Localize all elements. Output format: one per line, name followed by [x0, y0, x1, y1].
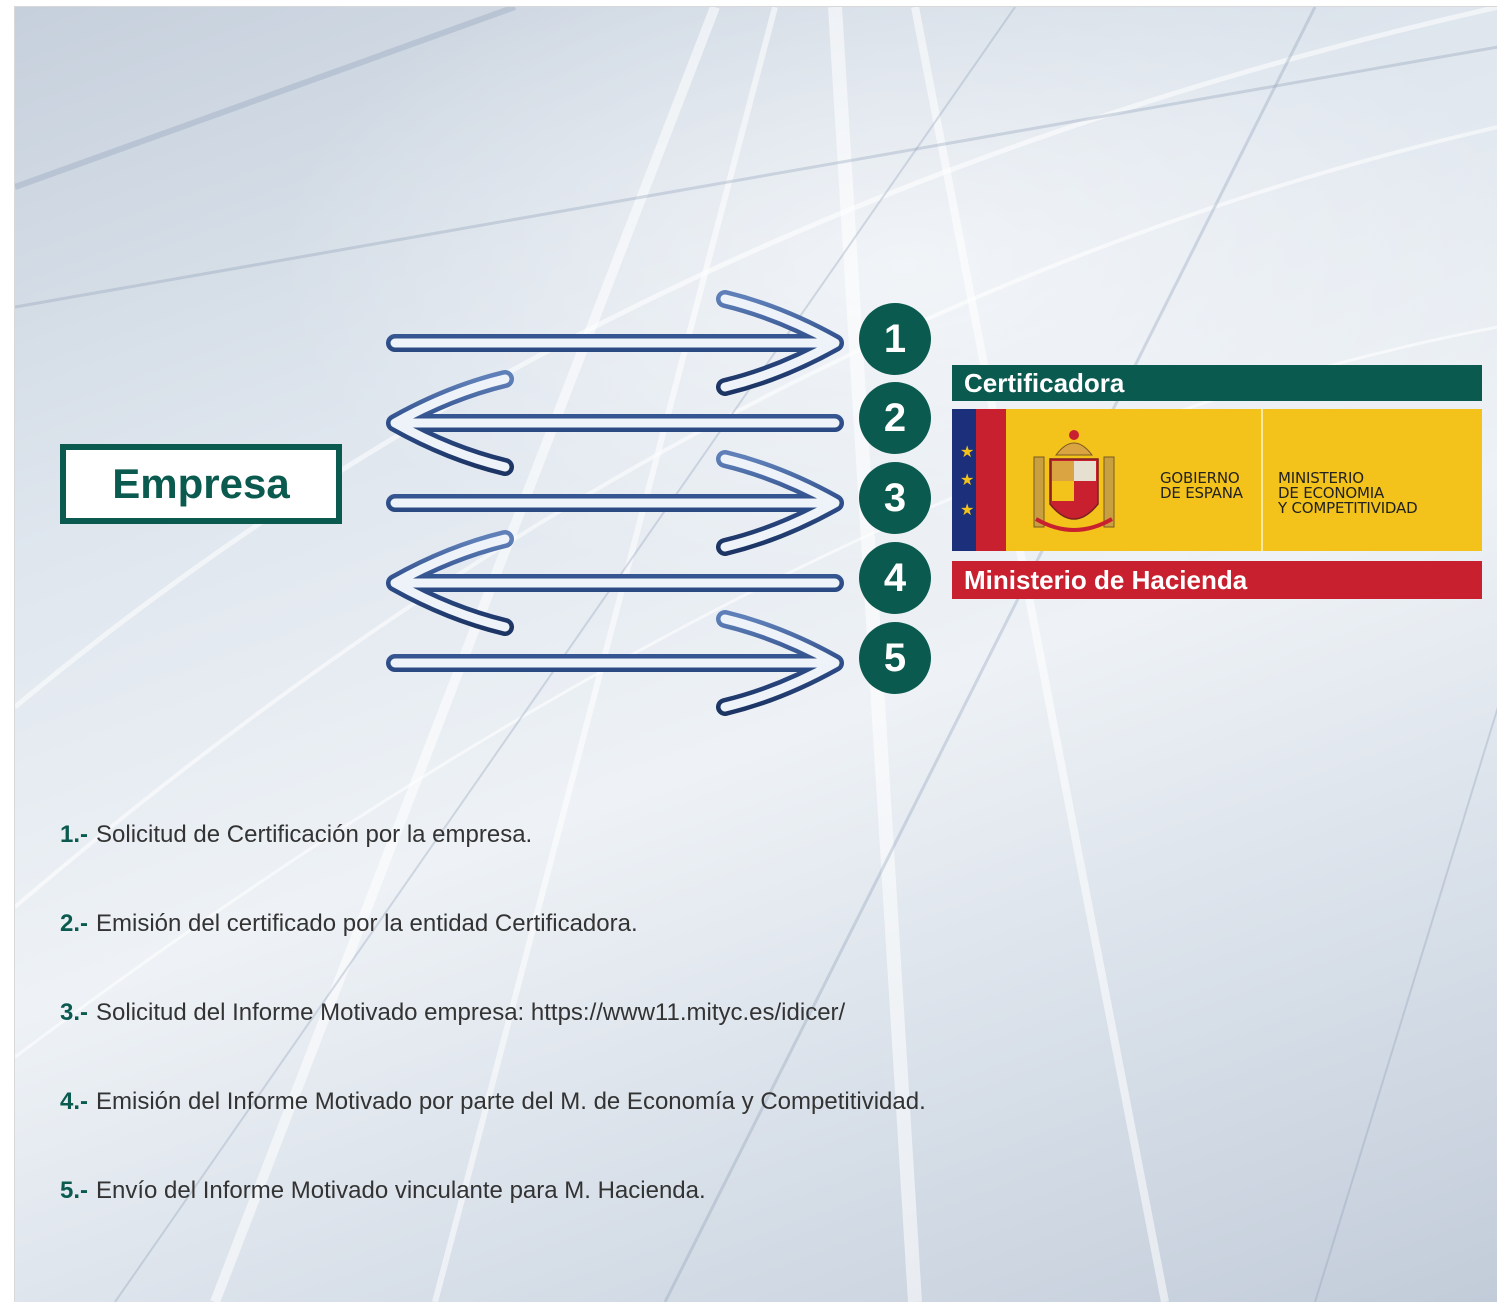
flow-number-3: 3 [859, 462, 931, 534]
coat-of-arms-icon [1033, 430, 1115, 532]
step-text: Solicitud del Informe Motivado empresa: … [96, 999, 846, 1026]
flow-arrows [386, 290, 844, 716]
flow-number-5-label: 5 [883, 635, 907, 680]
slide: Empresa 1 2 3 4 5 Certificadora ★ ★ ★ [14, 6, 1497, 1302]
step-item: 5.- Envío del Informe Motivado vinculante… [60, 1169, 926, 1213]
flow-number-2-label: 2 [883, 395, 907, 440]
company-box: Empresa [60, 444, 342, 524]
step-text: Emisión del certificado por la entidad C… [96, 910, 638, 937]
step-item: 3.- Solicitud del Informe Motivado empres… [60, 991, 926, 1035]
gobierno-text: GOBIERNO DE ESPANA [1160, 471, 1243, 501]
flow-number-1: 1 [859, 303, 931, 375]
flow-arrow-3 [386, 450, 844, 556]
flow-number-4: 4 [859, 542, 931, 614]
hacienda-label: Ministerio de Hacienda [964, 564, 1248, 595]
ministerio-text: MINISTERIO DE ECONOMIA Y COMPETITIVIDAD [1278, 469, 1418, 517]
certificadora-label: Certificadora [964, 367, 1125, 398]
step-number: 4.- [60, 1088, 89, 1115]
flow-number-2: 2 [859, 382, 931, 454]
step-item: 4.- Emisión del Informe Motivado por part… [60, 1080, 926, 1124]
step-item: 1.- Solicitud de Certificación por la emp… [60, 813, 926, 857]
flow-number-3-label: 3 [883, 475, 907, 520]
flow-number-4-label: 4 [883, 555, 907, 600]
step-text: Envío del Informe Motivado vinculante pa… [96, 1177, 706, 1204]
government-logo: ★ ★ ★ GOBIERNO DE ESPANA MINISTERIO [952, 409, 1482, 551]
flow-arrow-1 [386, 290, 844, 396]
flow-arrow-4 [386, 530, 844, 636]
flow-number-1-label: 1 [883, 316, 907, 361]
flow-number-5: 5 [859, 622, 931, 694]
step-number: 2.- [60, 910, 89, 937]
svg-text:★: ★ [960, 442, 974, 461]
step-text: Emisión del Informe Motivado por parte d… [96, 1088, 926, 1115]
step-item: 2.- Emisión del certificado por la entida… [60, 902, 926, 946]
step-number: 5.- [60, 1177, 89, 1204]
steps-list: 1.- Solicitud de Certificación por la emp… [60, 813, 926, 1258]
gobierno-line-2: DE ESPANA [1160, 484, 1243, 502]
ministerio-line-1: MINISTERIO [1278, 469, 1364, 487]
svg-text:★: ★ [960, 500, 974, 519]
step-text: Solicitud de Certificación por la empres… [96, 821, 533, 848]
company-label: Empresa [112, 460, 290, 507]
hacienda-bar: Ministerio de Hacienda [952, 561, 1482, 599]
ministerio-line-3: Y COMPETITIVIDAD [1278, 499, 1418, 517]
svg-text:★: ★ [960, 470, 974, 489]
step-number: 3.- [60, 999, 89, 1026]
flow-arrow-5 [386, 610, 844, 716]
government-logo-graphic: ★ ★ ★ [952, 409, 1263, 551]
step-number: 1.- [60, 821, 89, 848]
flow-arrow-2 [386, 370, 844, 476]
ministerio-line-2: DE ECONOMIA [1278, 484, 1385, 502]
certificadora-bar: Certificadora [952, 365, 1482, 401]
gobierno-line-1: GOBIERNO [1160, 469, 1240, 487]
